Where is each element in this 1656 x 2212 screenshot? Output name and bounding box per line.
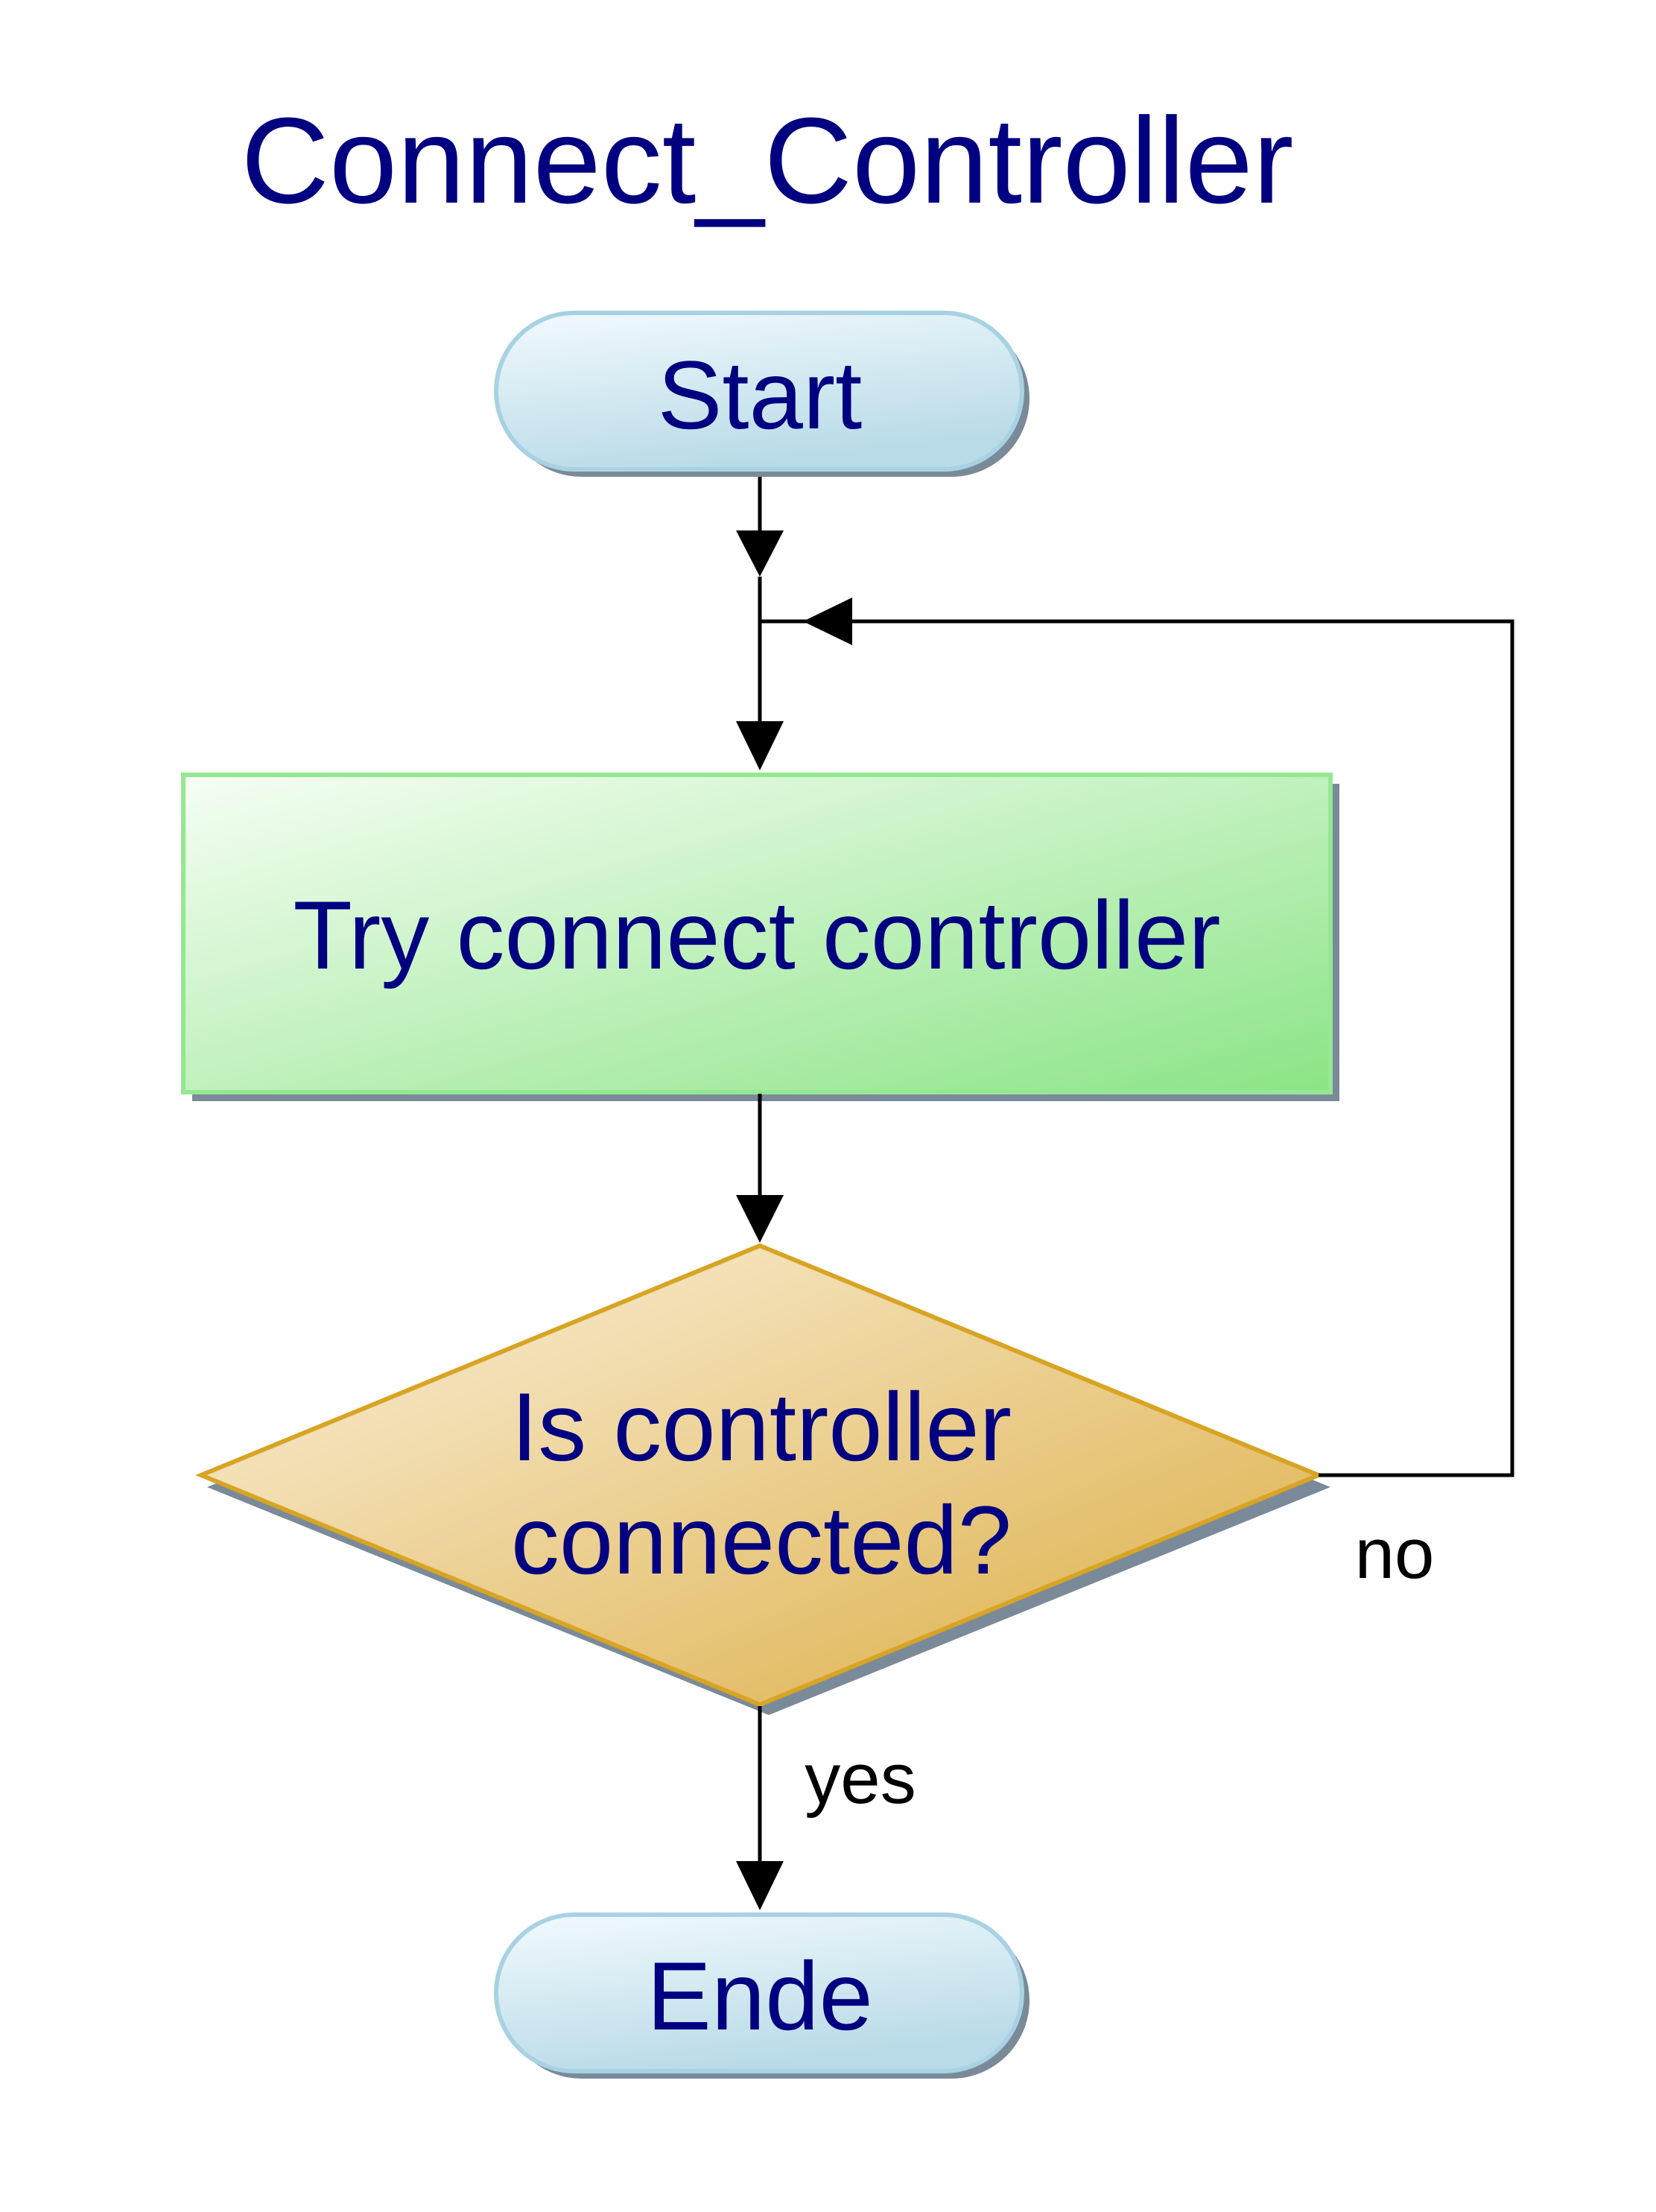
start-label: Start [658, 340, 863, 449]
edge-process-to-decision [736, 1094, 784, 1243]
decision-label-line2: connected? [511, 1486, 1012, 1594]
diagram-title: Connect_Controller [241, 92, 1294, 229]
end-label: Ende [647, 1942, 873, 2050]
process-node: Try connect controller [181, 773, 1339, 1101]
edge-label-no: no [1355, 1514, 1435, 1594]
decision-label-line1: Is controller [511, 1372, 1012, 1481]
end-node: Ende [494, 1912, 1030, 2079]
edge-yes-to-end [736, 1706, 784, 1910]
edge-merge-to-process [736, 577, 784, 770]
start-node: Start [494, 311, 1030, 477]
process-label: Try connect controller [293, 881, 1220, 989]
decision-node: Is controller connected? [195, 1243, 1330, 1715]
edge-start-to-merge [736, 477, 784, 577]
edge-label-yes: yes [805, 1739, 916, 1819]
edge-no-loop [760, 598, 1514, 1477]
